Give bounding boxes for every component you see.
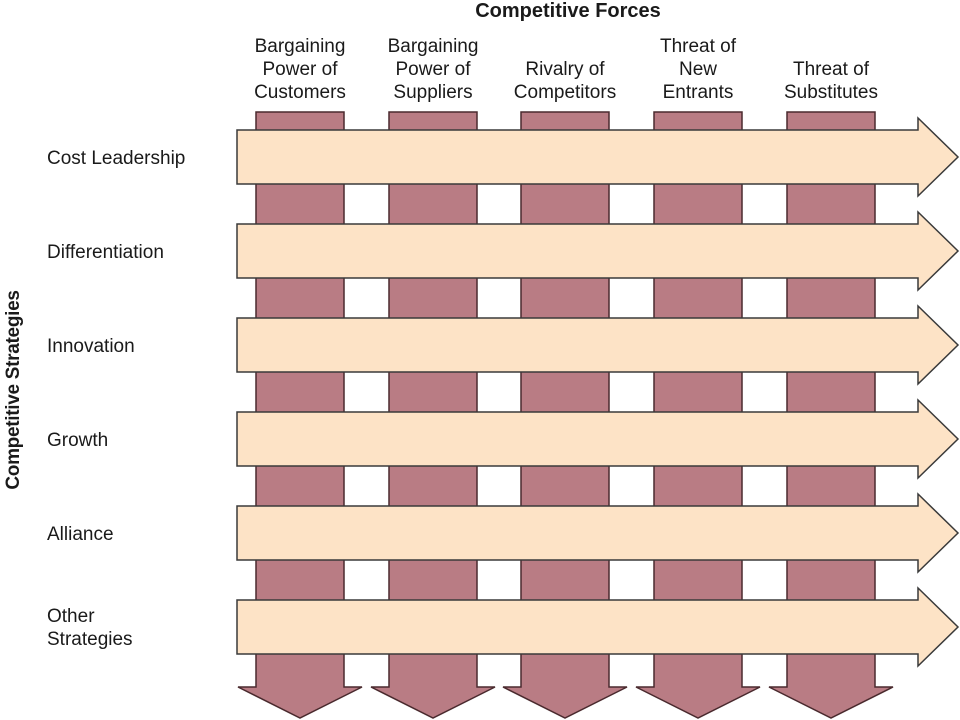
- strategy-label-line: Cost Leadership: [47, 147, 186, 169]
- strategy-label-line: Innovation: [47, 335, 135, 357]
- strategy-label: Differentiation: [47, 241, 164, 264]
- force-label-line: Threat of: [792, 59, 870, 80]
- strategy-arrow: [236, 398, 960, 480]
- strategy-label-line: Differentiation: [47, 241, 164, 263]
- force-label-line: Suppliers: [393, 82, 473, 103]
- force-label-line: New: [678, 59, 717, 80]
- strategy-label: Innovation: [47, 335, 135, 358]
- strategy-label-line: Other: [47, 606, 95, 627]
- strategy-arrow: [236, 304, 960, 386]
- strategy-label: Alliance: [47, 523, 114, 546]
- strategy-label-line: Growth: [47, 429, 109, 451]
- force-label-line: Entrants: [662, 82, 734, 103]
- strategy-arrow: [236, 586, 960, 668]
- force-label-line: Bargaining: [387, 36, 479, 57]
- forces-title: Competitive Forces: [475, 0, 661, 22]
- force-label-line: Customers: [254, 82, 346, 103]
- strategy-arrow: [236, 116, 960, 198]
- strategy-label-line: Strategies: [47, 629, 133, 650]
- strategies-title: Competitive Strategies: [3, 290, 24, 490]
- strategy-label: Cost Leadership: [47, 147, 185, 170]
- strategy-label-line: Alliance: [47, 523, 114, 545]
- strategy-label: Growth: [47, 429, 108, 452]
- force-label-line: Substitutes: [784, 82, 878, 103]
- strategy-arrow: [236, 210, 960, 292]
- force-label-line: Power of: [262, 59, 338, 80]
- strategy-arrow: [236, 492, 960, 574]
- force-label-line: Power of: [395, 59, 471, 80]
- force-label-line: Threat of: [659, 36, 737, 57]
- force-label-line: Competitors: [513, 82, 617, 103]
- force-label-line: Bargaining: [254, 36, 346, 57]
- force-label-line: Rivalry of: [525, 59, 605, 80]
